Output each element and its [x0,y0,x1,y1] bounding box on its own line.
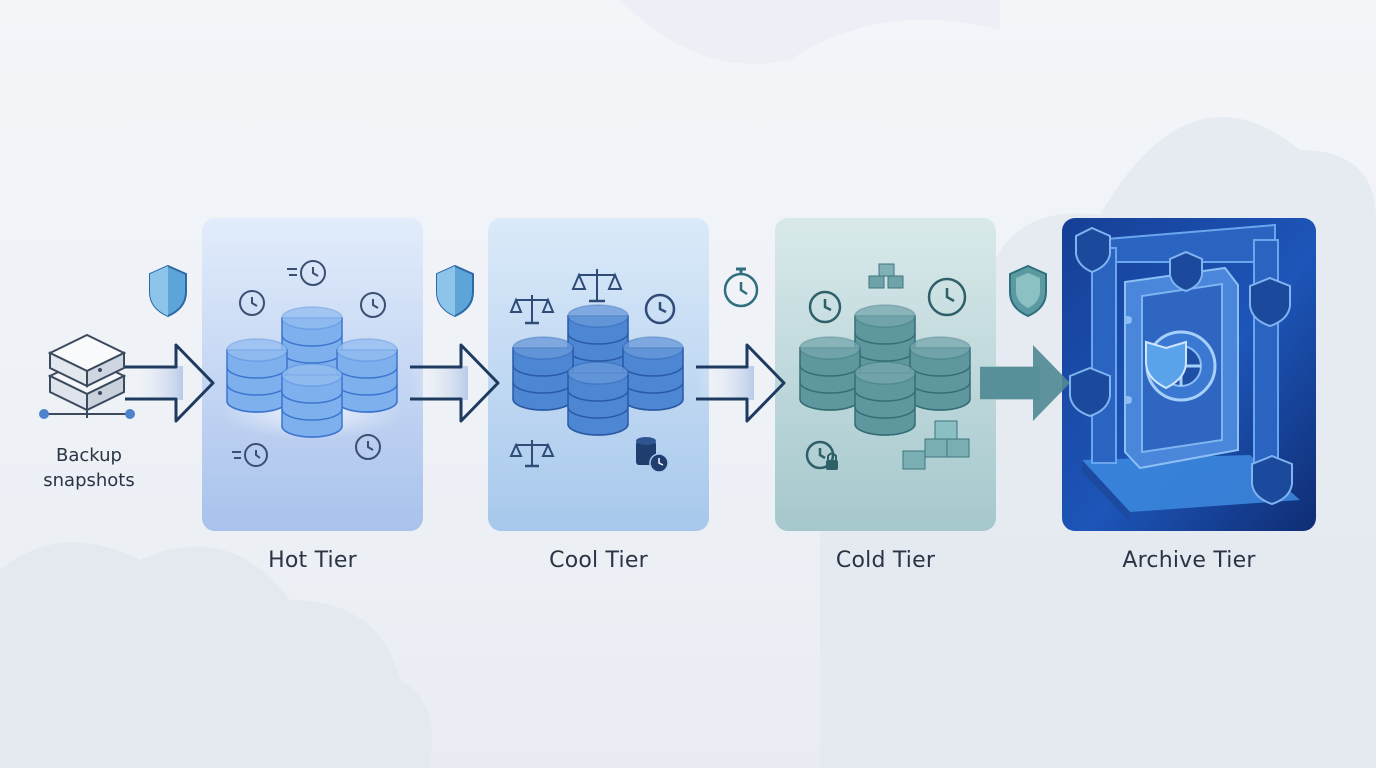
database-clock-icon [636,437,669,473]
hot-tier-label: Hot Tier [268,548,357,573]
database-icon [799,336,861,411]
flow-arrow-cold-archive [980,345,1070,421]
source-label-line2: snapshots [43,470,135,491]
boxes-icon [868,263,904,289]
source-label-line1: Backup [56,445,122,466]
database-icon [281,306,343,381]
database-icon [512,336,574,411]
database-icon [281,363,343,438]
source-label: Backup snapshots [28,443,150,493]
shield-icon [1009,264,1047,318]
scales-icon [571,269,623,303]
flow-arrow-cool-cold [696,343,786,423]
clock-icon [808,290,842,324]
clock-icon [644,293,676,325]
clock-icon [287,260,326,286]
database-icon [854,361,916,436]
database-icon [226,338,288,413]
clock-icon [927,277,967,317]
clock-icon [239,290,265,316]
scales-icon [509,295,555,325]
shield-icon [149,264,187,318]
database-cluster-cold [799,304,971,436]
server-stack-icon [39,333,135,419]
archive-tier-label: Archive Tier [1122,548,1256,573]
database-icon [336,338,398,413]
boxes-icon [902,420,970,470]
database-icon [909,336,971,411]
clock-icon [232,443,268,467]
database-icon [567,361,629,436]
scales-icon [509,440,555,468]
database-cluster-cool [512,304,684,436]
database-icon [622,336,684,411]
padlock-clock-icon [805,440,838,470]
cool-tier-label: Cool Tier [549,548,648,573]
cold-tier-label: Cold Tier [835,548,936,573]
database-icon [567,304,629,379]
flow-arrow-source-hot [125,343,215,423]
shield-icon [436,264,474,318]
clock-icon [360,292,386,318]
clock-icon [355,434,381,460]
stopwatch-icon [723,267,759,308]
flow-arrow-hot-cool [410,343,500,423]
database-cluster-hot [226,306,398,438]
vault-icon [1069,223,1300,522]
